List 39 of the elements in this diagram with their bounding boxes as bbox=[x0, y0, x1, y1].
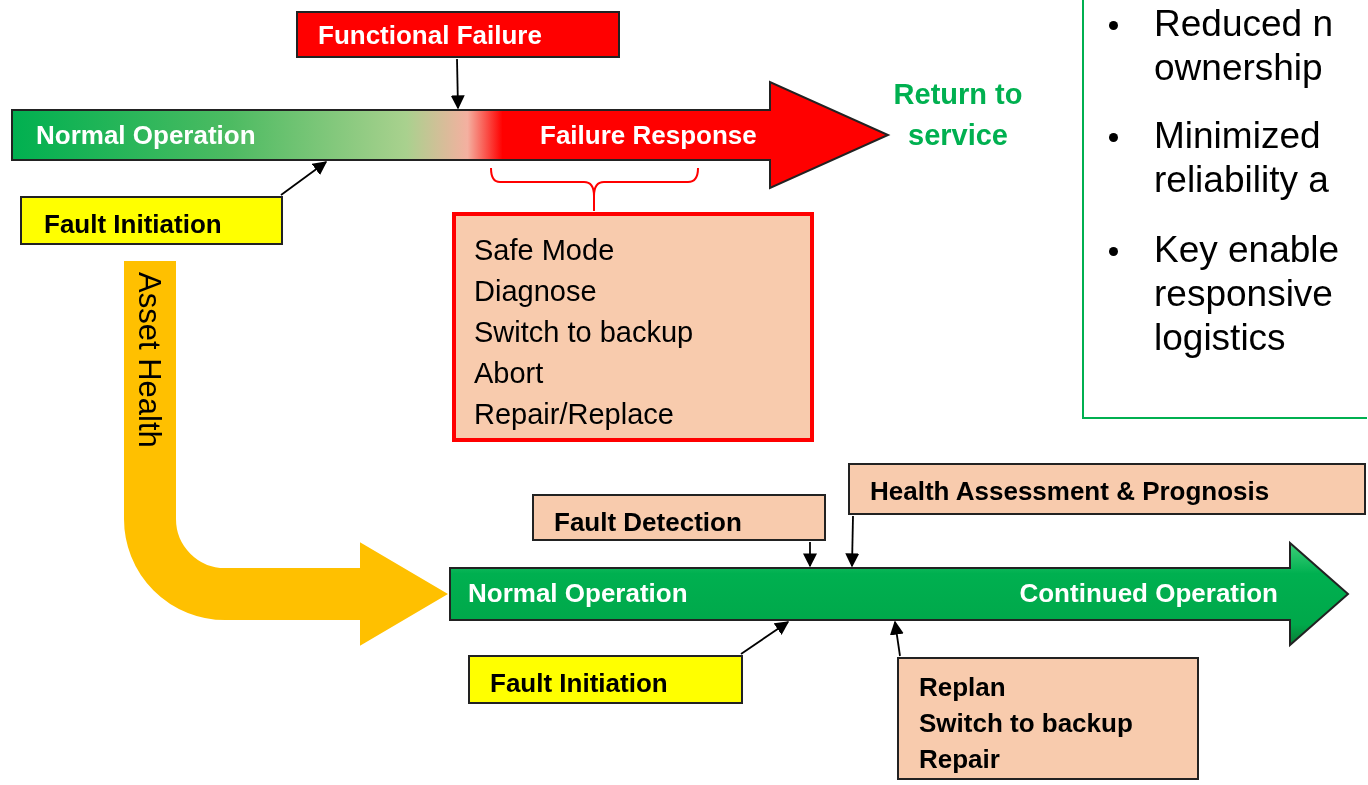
box-text: Switch to backup bbox=[919, 709, 1133, 737]
list-item: Safe Mode bbox=[474, 233, 615, 268]
side-note: Return to service bbox=[892, 77, 1024, 153]
list-item: Switch to backup bbox=[474, 315, 694, 350]
list-item: Diagnose bbox=[474, 274, 597, 309]
bar-label: Continued Operation bbox=[1019, 578, 1278, 609]
arrow bbox=[280, 161, 328, 196]
arrow bbox=[740, 621, 790, 655]
timeline-bar bbox=[448, 541, 1352, 647]
box-text: Functional Failure bbox=[318, 21, 542, 49]
arrow bbox=[845, 515, 860, 568]
event-box bbox=[468, 655, 743, 704]
event-box bbox=[296, 11, 620, 58]
event-box bbox=[20, 196, 283, 245]
bar-label: Failure Response bbox=[540, 120, 757, 151]
timeline-bar bbox=[10, 80, 892, 192]
box-text: Replan bbox=[919, 673, 1006, 701]
event-box bbox=[848, 463, 1366, 515]
bent-arrow bbox=[124, 261, 447, 645]
event-box bbox=[897, 657, 1199, 780]
list-item: Abort bbox=[474, 356, 544, 391]
box-text: Fault Initiation bbox=[490, 669, 668, 697]
box-text: Fault Initiation bbox=[44, 210, 222, 238]
list-item: Repair/Replace bbox=[474, 397, 674, 432]
box-text: Fault Detection bbox=[554, 508, 742, 536]
bullet-text: Reduced n ownership bbox=[1154, 2, 1334, 90]
action-list-box bbox=[452, 212, 814, 442]
box-text: Health Assessment & Prognosis bbox=[870, 477, 1270, 505]
edge-label: Asset Health bbox=[131, 272, 167, 448]
bullet-text: Key enable responsive logistics bbox=[1154, 228, 1341, 360]
box-text: Repair bbox=[919, 745, 1000, 773]
bar-label: Normal Operation bbox=[468, 578, 688, 609]
arrow bbox=[450, 58, 465, 110]
bullet-text: Minimized reliability a bbox=[1154, 114, 1330, 202]
arrow bbox=[803, 541, 817, 568]
arrow bbox=[889, 620, 904, 657]
event-box bbox=[532, 494, 826, 541]
benefits-box bbox=[1082, 0, 1367, 419]
bar-label: Normal Operation bbox=[36, 120, 256, 151]
